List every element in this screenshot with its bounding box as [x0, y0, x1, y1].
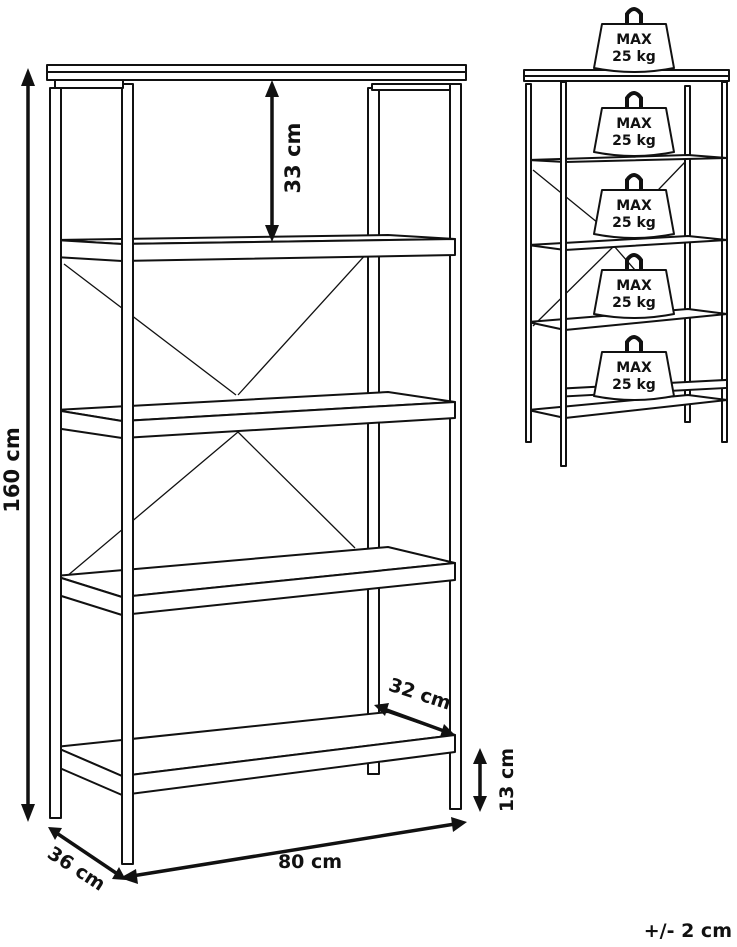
- bookshelf-main: [46, 64, 467, 865]
- weight-label-kg: 25 kg: [612, 377, 656, 393]
- shelf-5-bottom: [54, 711, 456, 796]
- depth-label: 36 cm: [43, 842, 109, 895]
- shelf-2: [54, 234, 456, 262]
- weight-label-kg: 25 kg: [612, 295, 656, 311]
- weight-label-kg: 25 kg: [612, 215, 656, 231]
- weight-label-max: MAX: [616, 32, 652, 48]
- bottom-clearance-label: 13 cm: [496, 748, 518, 812]
- dimension-arrows: [21, 68, 487, 884]
- weight-label-kg: 25 kg: [612, 133, 656, 149]
- weight-label-max: MAX: [616, 198, 652, 214]
- weight-label-max: MAX: [616, 360, 652, 376]
- top-board: [46, 64, 467, 91]
- height-label: 160 cm: [0, 427, 24, 512]
- weight-label-max: MAX: [616, 116, 652, 132]
- shelf-4: [54, 546, 456, 616]
- width-label: 80 cm: [278, 851, 342, 873]
- cross-braces: [59, 251, 369, 583]
- weight-label-max: MAX: [616, 278, 652, 294]
- tolerance-label: +/- 2 cm: [644, 920, 732, 942]
- shelf-3: [54, 391, 456, 439]
- shelf-gap-label: 33 cm: [281, 123, 305, 194]
- shelf-depth-label: 32 cm: [386, 674, 454, 715]
- weight-label-kg: 25 kg: [612, 49, 656, 65]
